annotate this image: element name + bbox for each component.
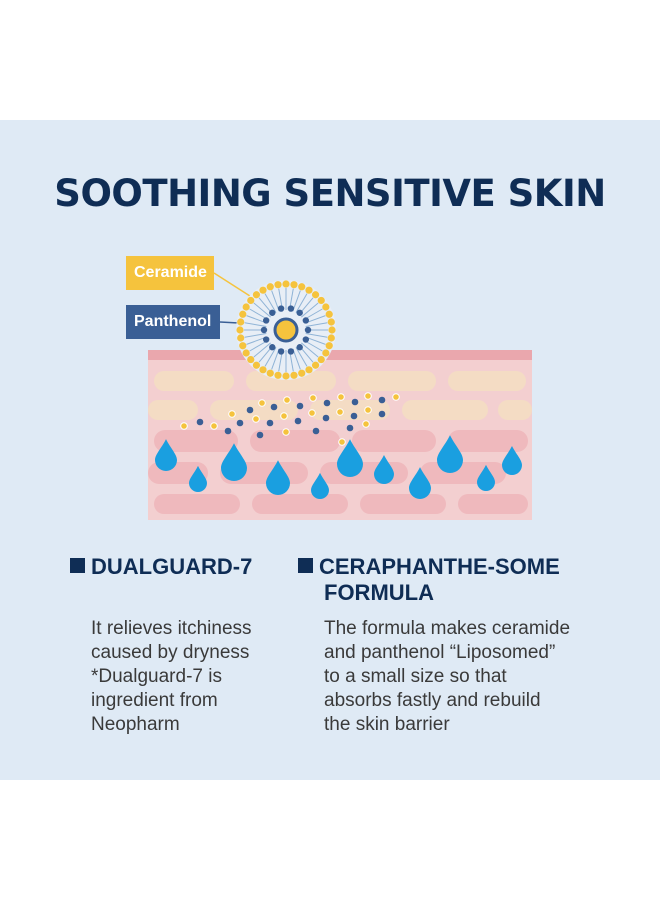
liposome-icon <box>236 280 336 380</box>
skin-cells-lower <box>148 430 528 514</box>
panthenol-label: Panthenol <box>126 305 220 339</box>
skin-illustration: Ceramide Panthenol <box>110 250 540 525</box>
water-drops <box>155 435 522 499</box>
bullet-square-icon <box>298 558 313 573</box>
description-line: to a small size so that <box>324 666 507 687</box>
ceramide-label: Ceramide <box>126 256 214 290</box>
description-line: and panthenol “Liposomed” <box>324 642 556 663</box>
dispersed-particles <box>180 392 400 446</box>
page-title: SOOTHING SENSITIVE SKIN <box>54 172 606 215</box>
feature-heading-text-line2: FORMULA <box>324 580 434 605</box>
description-line: absorbs fastly and rebuild <box>324 690 541 711</box>
feature-description-ceraphanthe: The formula makes ceramide and panthenol… <box>324 617 624 737</box>
description-line: *Dualguard-7 is <box>91 666 222 687</box>
content-panel: SOOTHING SENSITIVE SKIN <box>0 120 660 780</box>
skin-surface <box>148 350 532 360</box>
skin-layer-diagram <box>148 272 532 520</box>
description-line: ingredient from <box>91 690 218 711</box>
feature-heading-text: DUALGUARD-7 <box>91 554 253 579</box>
feature-heading-ceraphanthe: CERAPHANTHE-SOME FORMULA <box>298 554 598 606</box>
feature-description-dualguard: It relieves itchiness caused by dryness … <box>91 617 291 737</box>
feature-heading-dualguard: DUALGUARD-7 <box>70 554 252 580</box>
description-line: The formula makes ceramide <box>324 618 571 639</box>
description-line: Neopharm <box>91 714 180 735</box>
bullet-square-icon <box>70 558 85 573</box>
feature-heading-text: CERAPHANTHE-SOME <box>319 554 560 579</box>
description-line: the skin barrier <box>324 714 450 735</box>
description-line: caused by dryness <box>91 642 250 663</box>
description-line: It relieves itchiness <box>91 618 252 639</box>
